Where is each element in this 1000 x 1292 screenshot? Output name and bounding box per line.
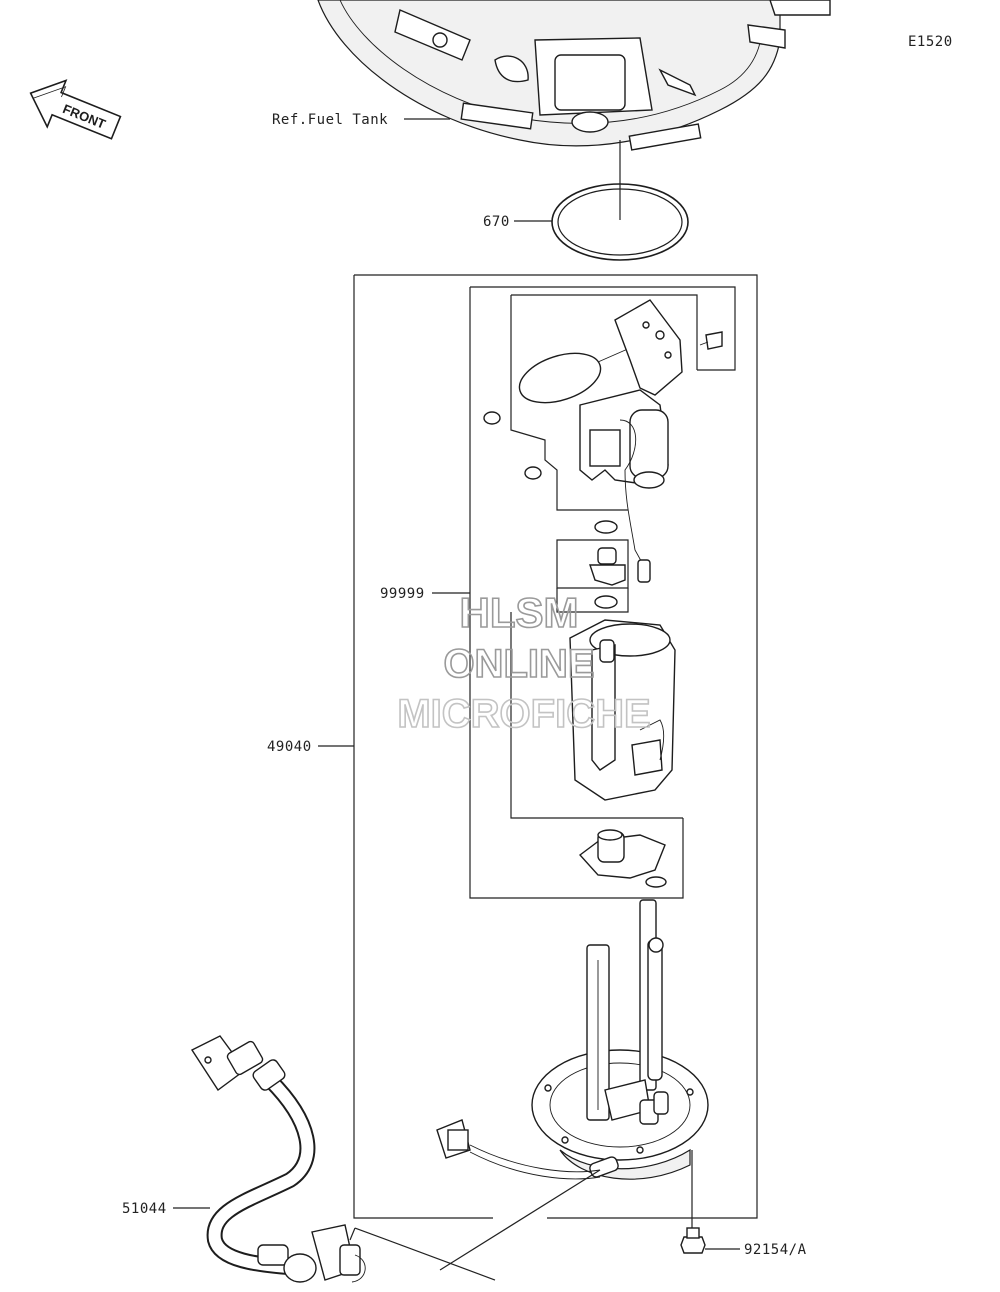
callout-harness: 51044: [122, 1201, 167, 1217]
watermark-line3: MICROFICHE: [397, 692, 650, 736]
callout-pump-assembly: 49040: [267, 739, 312, 755]
pump-flange: [531, 899, 709, 1180]
watermark-line2: ONLINE: [443, 642, 594, 686]
diagram-code: E1520: [908, 34, 953, 50]
callout-bolt: 92154/A: [744, 1242, 807, 1258]
connector: [637, 559, 651, 583]
front-arrow-icon: FRONT: [29, 79, 122, 140]
check-valve: [589, 547, 626, 586]
watermark-line1: HLSM: [460, 589, 579, 636]
small-o-ring: [594, 595, 618, 609]
pump-bracket: [579, 389, 669, 569]
o-ring-670: [551, 183, 689, 261]
callout-sub-assembly: 99999: [380, 586, 425, 602]
fuel-tank-ref: [317, 0, 831, 151]
small-o-ring: [594, 520, 618, 534]
sensor-lead: [436, 1119, 601, 1180]
pump-filter: [578, 829, 666, 879]
callout-o-ring: 670: [483, 214, 510, 230]
level-sender: [518, 299, 683, 404]
watermark: HLSM ONLINE MICROFICHE: [397, 588, 652, 737]
fuel-pump: [569, 619, 676, 801]
bolt-icon: [680, 1227, 706, 1254]
screw-icon: [524, 466, 542, 480]
callout-fuel-tank-ref: Ref.Fuel Tank: [272, 112, 388, 128]
screw-icon: [483, 411, 501, 425]
fuel-hose-harness: [190, 1035, 366, 1283]
screw-icon: [699, 331, 723, 350]
small-o-ring: [645, 876, 667, 888]
